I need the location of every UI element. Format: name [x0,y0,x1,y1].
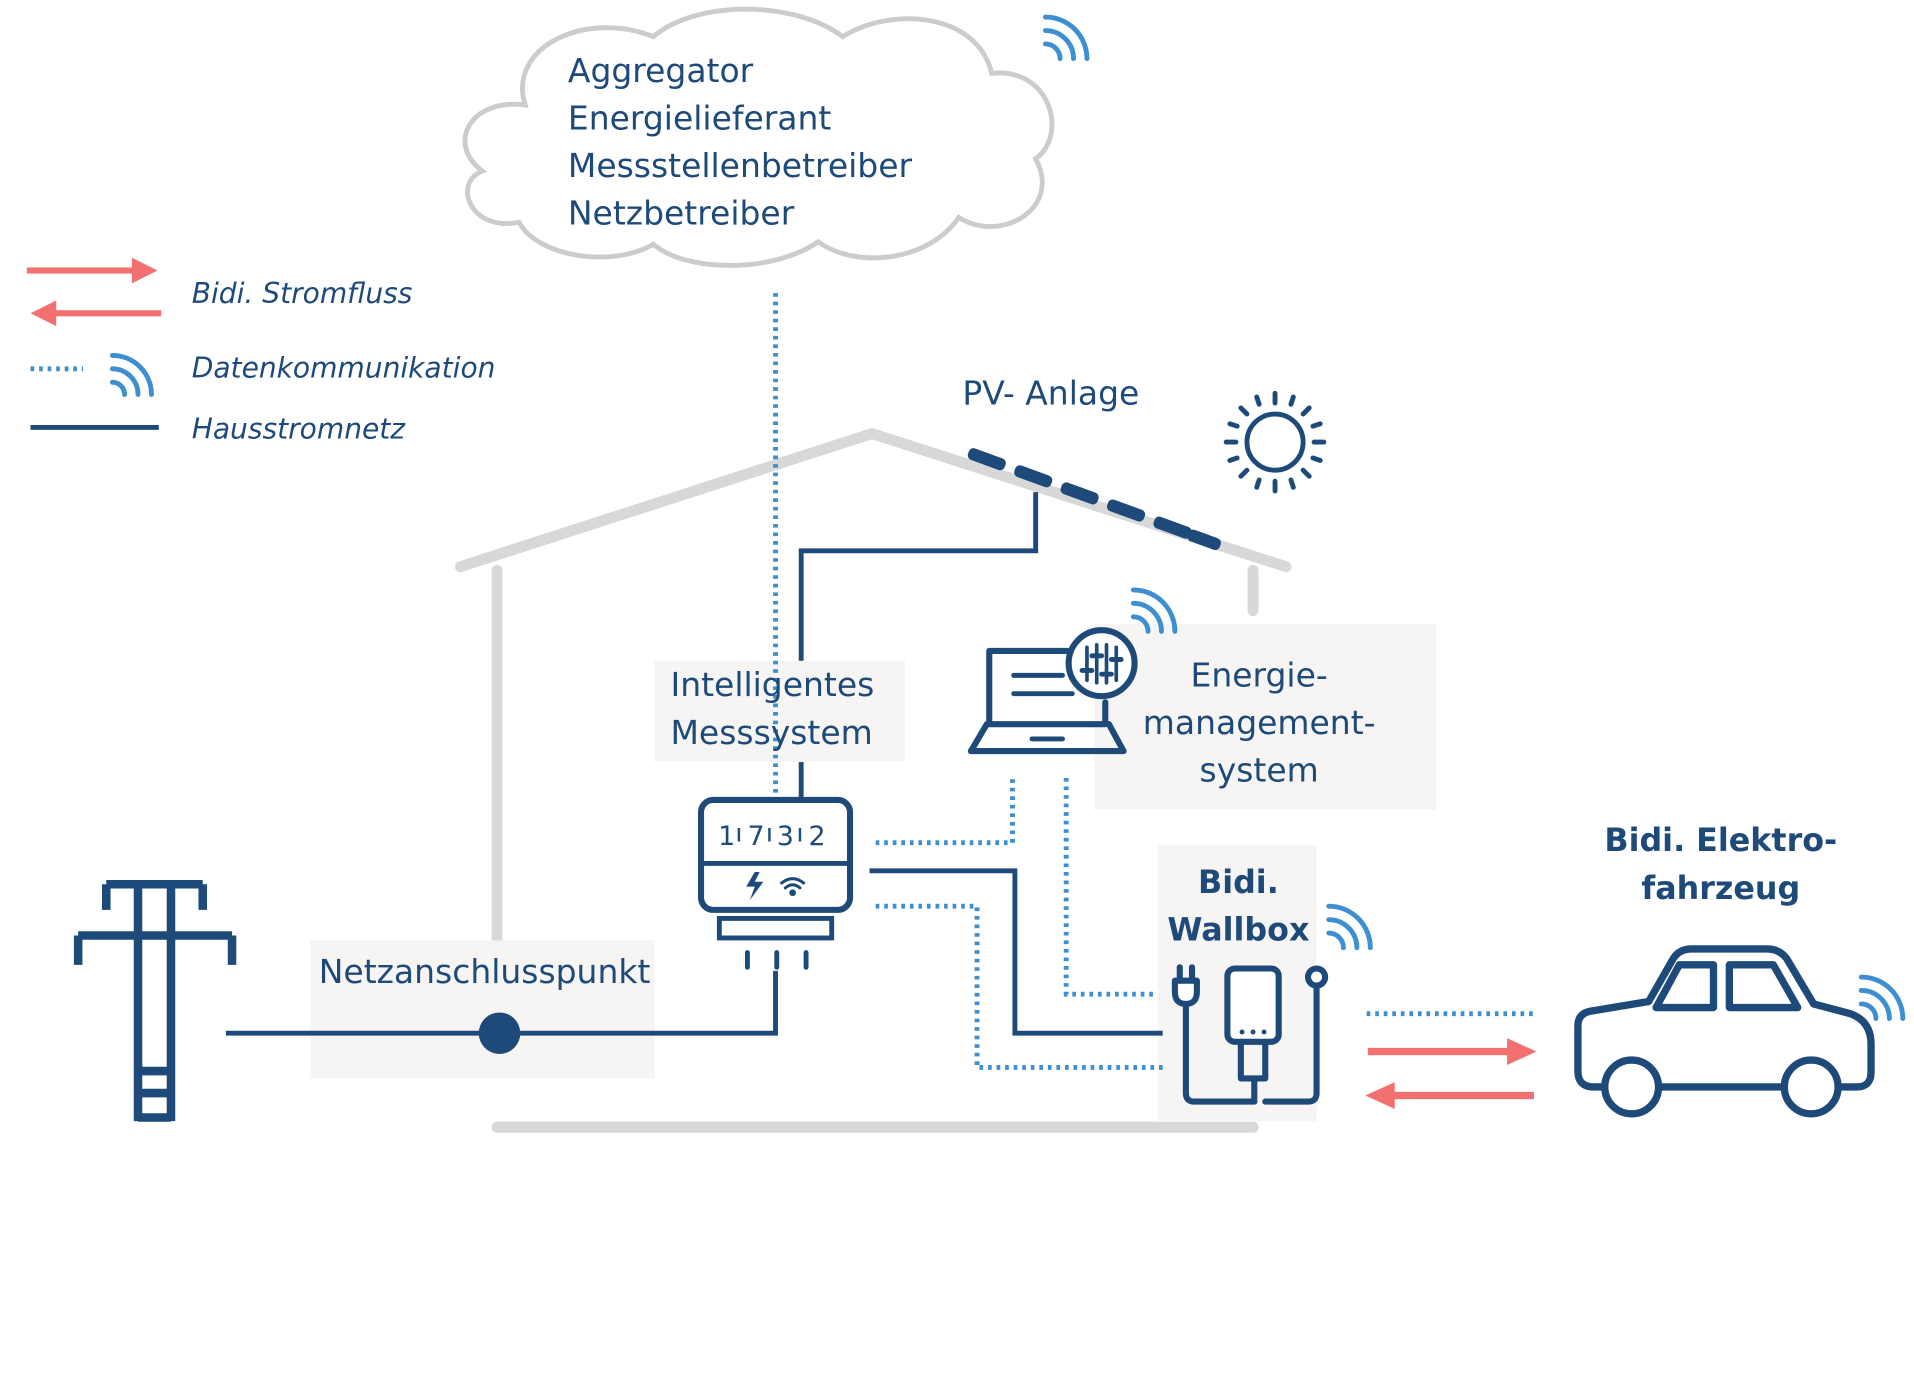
sun-icon [1223,390,1327,494]
bolt-icon [746,872,764,901]
legend: Bidi. Stromfluss Datenkommunikation Haus… [26,257,496,445]
pv-label: PV- Anlage [962,373,1139,412]
ems-label-box [1094,624,1437,810]
smart-meter-label-line2: Messsystem [670,713,872,752]
legend-data-label: Datenkommunikation [192,351,496,384]
wifi-icon [1326,903,1373,951]
wallbox-icon [1171,964,1329,1105]
ems-label-line2: management- [1143,703,1376,742]
car-label-line2: fahrzeug [1641,871,1800,907]
meter-digit-1: 1 [718,821,735,852]
data-lines [773,293,1536,1070]
arrow-right-icon [26,257,158,284]
ems-label-line1: Energie- [1191,655,1328,694]
data-line-meter-wallbox [875,903,1167,1070]
arrow-right-icon [1367,1038,1537,1065]
grid-line-pv [798,492,1039,661]
car-label-line1: Bidi. Elektro- [1604,823,1837,859]
data-line-meter-ems [875,777,1015,846]
data-line-ems-wallbox [1063,777,1158,997]
wifi-icon [1858,974,1906,1022]
cloud-line-aggregator: Aggregator [568,51,754,90]
legend-power-flow-label: Bidi. Stromfluss [192,277,413,310]
smart-meter-label-box [654,660,905,763]
wifi-icon [109,352,154,397]
house-outline [454,428,1292,1133]
cloud-line-grid-operator: Netzbetreiber [568,194,795,233]
ems-label-line3: system [1200,751,1319,790]
grid-connection-label-box [310,940,655,1079]
grid-line-wallbox [869,868,1163,1036]
smart-meter-label-line1: Intelligentes [670,665,874,704]
sliders-icon [1079,643,1124,685]
arrow-left-icon [1365,1082,1534,1109]
cloud-icon [462,6,1055,268]
solar-panel-icon [967,448,1221,551]
wallbox-label-line1: Bidi. [1198,865,1279,901]
grid-connection-point [478,1012,521,1054]
meter-digit-2: 7 [747,821,764,852]
grid-line-to-meter [516,970,778,1036]
meter-digit-3: 3 [777,821,794,852]
meter-wifi-icon [780,877,806,897]
wallbox-label-line2: Wallbox [1167,912,1309,948]
energy-system-diagram: Aggregator Energielieferant Messstellenb… [26,6,1906,1133]
wifi-icon [1042,14,1090,62]
cloud-line-energy-supplier: Energielieferant [568,98,832,137]
meter-digit-4: 2 [809,821,826,852]
cloud-line-metering-operator: Messstellenbetreiber [568,146,913,185]
car-icon [1574,945,1875,1118]
legend-grid-label: Hausstromnetz [192,412,407,445]
grid-lines [225,492,1163,1036]
wallbox-leds [1239,1029,1267,1035]
smart-meter-icon [697,796,854,970]
grid-connection-label: Netzanschlusspunkt [319,952,651,991]
power-pylon-icon [73,879,237,1122]
wifi-icon [1130,587,1178,634]
arrow-left-icon [30,300,162,327]
